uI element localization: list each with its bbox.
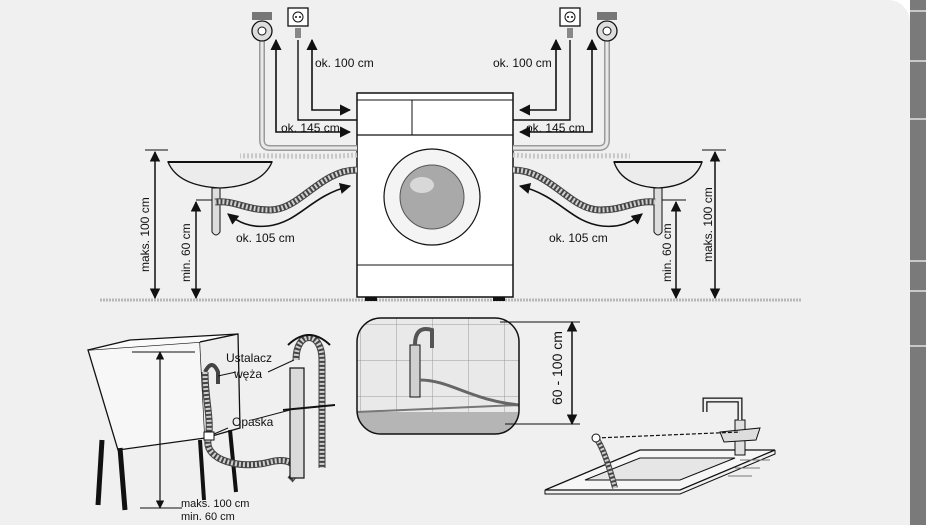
right-height-measures [662, 149, 726, 300]
ok105-left-arrow [227, 183, 352, 228]
left-socket-icon [287, 7, 309, 38]
left-sink [167, 161, 273, 236]
maks100-right-label: maks. 100 cm [701, 187, 715, 262]
weza-label: węża [233, 367, 262, 381]
door-glass [399, 164, 465, 230]
min60-bottom-label: min. 60 cm [181, 511, 235, 523]
wall-inset [356, 317, 520, 435]
right-tap-icon [596, 12, 618, 42]
min60-left-label: min. 60 cm [179, 223, 193, 282]
ok100-left-label: ok. 100 cm [315, 56, 374, 70]
right-sink [613, 161, 703, 236]
ok145-right-label: ok. 145 cm [526, 121, 585, 135]
maks100-left-label: maks. 100 cm [138, 197, 152, 272]
ok105-right-arrow [518, 183, 643, 228]
left-height-measures [145, 149, 212, 300]
maks100-bottom-label: maks. 100 cm [181, 498, 249, 510]
ok145-arrows [270, 38, 598, 138]
ok145-left-label: ok. 145 cm [281, 121, 340, 135]
opaska-label: Opaska [232, 415, 274, 429]
sink-hose [591, 431, 741, 489]
faucet-icon [702, 397, 761, 456]
kitchen-sink [544, 449, 776, 495]
right-side-bar [910, 0, 926, 525]
range-60-100-label: 60 - 100 cm [549, 331, 565, 405]
washing-machine [356, 92, 514, 301]
left-tap-icon [251, 12, 273, 42]
standpipe [282, 334, 336, 479]
ok105-left-label: ok. 105 cm [236, 231, 295, 245]
ok100-right-label: ok. 100 cm [493, 56, 552, 70]
right-socket-icon [559, 7, 581, 38]
ok105-right-label: ok. 105 cm [549, 231, 608, 245]
ustalacz-label: Ustalacz [226, 351, 272, 365]
laundry-tub [87, 333, 241, 511]
min60-right-label: min. 60 cm [660, 223, 674, 282]
